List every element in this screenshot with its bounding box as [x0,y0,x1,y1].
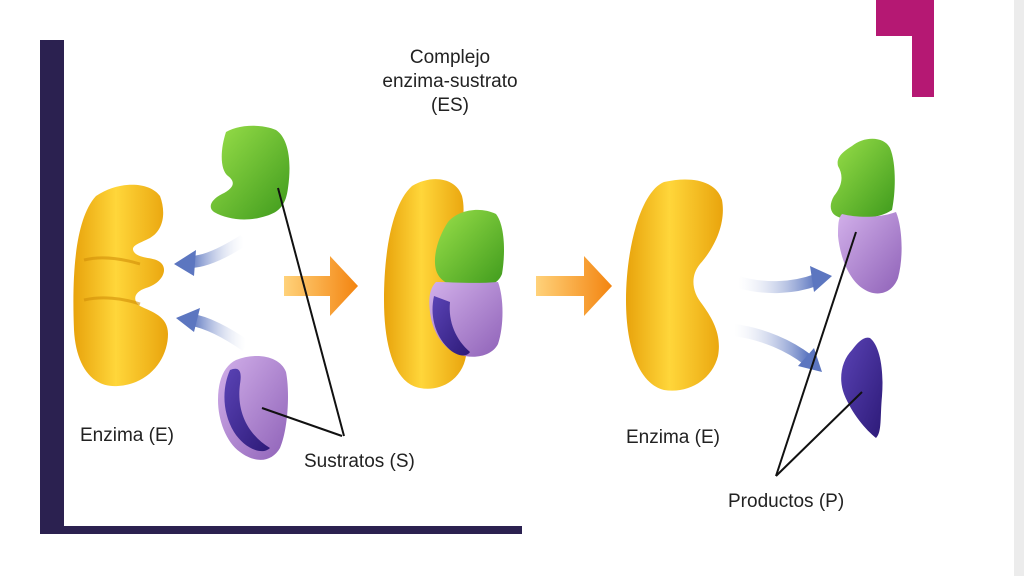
complex-label: Complejo enzima-sustrato (ES) [370,46,530,118]
corner-accent-right [912,0,934,97]
arrow-to-product-bottom [733,324,822,372]
substrate-purple-shape [218,356,288,460]
pointer-lines-substrates [261,187,345,437]
pointer-lines-products [775,231,863,477]
arrow-to-product-top [736,266,832,294]
arrow-forward-1 [284,256,358,316]
enzyme-left-shape [73,184,168,387]
substrate-green-shape [210,125,290,220]
arrow-substrate-to-enzyme-bottom [176,308,250,351]
frame-left-bar [40,40,64,534]
frame-bottom-bar [40,526,522,534]
complex-label-line1: Complejo [409,47,491,68]
enzyme-right-label: Enzima (E) [626,427,720,448]
products-label: Productos (P) [728,491,845,512]
product-green-purple-shape [830,138,902,294]
arrow-forward-2 [536,256,612,316]
substrates-label: Sustratos (S) [304,451,415,472]
right-edge-strip [1014,0,1024,576]
enzyme-left-label: Enzima (E) [80,425,174,446]
complex-label-line2: enzima-sustrato [382,71,518,92]
complex-label-line3: (ES) [431,95,469,116]
enzyme-right-shape [626,179,723,391]
complex-es-shape [384,179,504,389]
arrow-substrate-to-enzyme-top [174,234,248,276]
product-dark-purple-shape [841,337,883,438]
